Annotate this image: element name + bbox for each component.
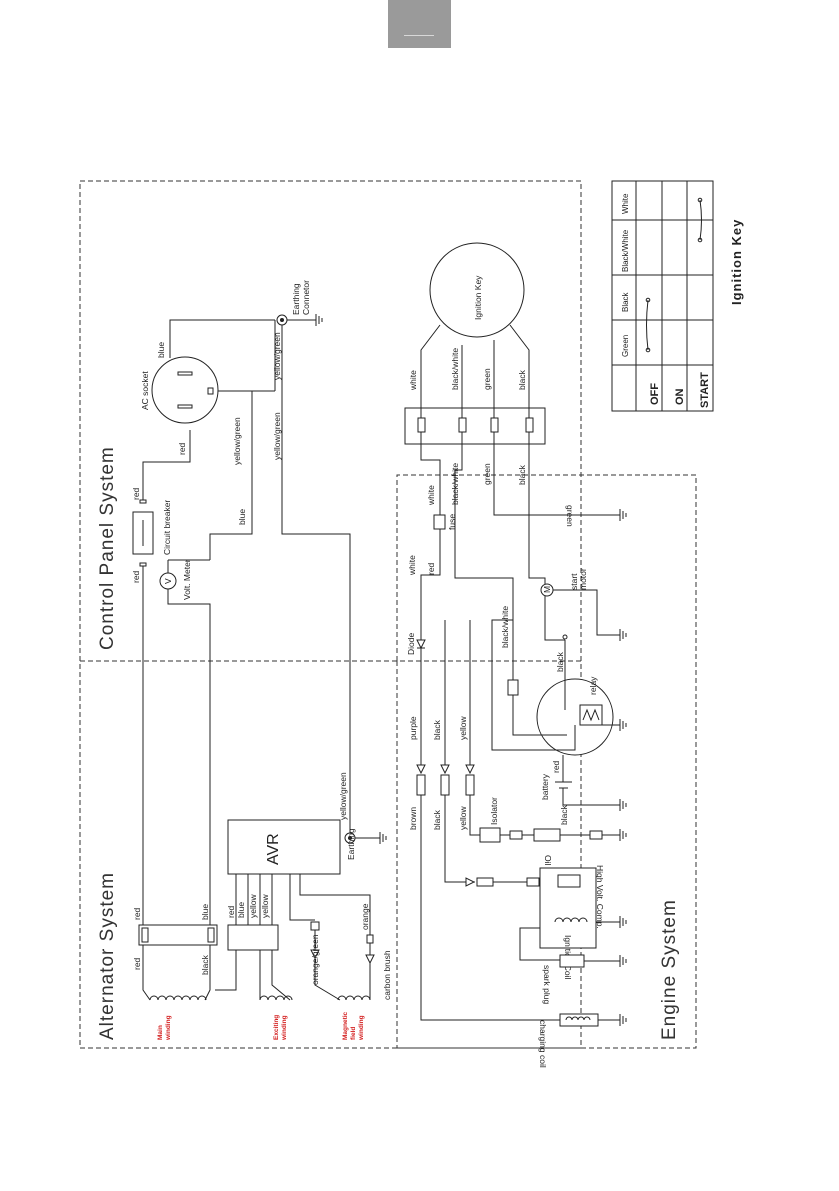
spark-plug-label: spark plug (542, 965, 552, 1004)
diode-icon (416, 639, 426, 650)
wire-label-avr-red: red (226, 905, 236, 918)
wire-label-key-black: black (517, 369, 527, 390)
oil-alert-icon (533, 828, 561, 842)
ignition-key-circle (429, 242, 525, 338)
ac-socket-icon (151, 356, 219, 424)
alternator-title: Alternator System (97, 872, 118, 1040)
key-row-off: OFF (649, 383, 661, 405)
relay-icon (536, 678, 614, 756)
start-motor-symbol: M (542, 586, 552, 593)
volt-meter-symbol: V (163, 578, 173, 584)
wire-label-battery-red: red (551, 760, 561, 773)
key-row-start: START (699, 372, 711, 408)
wire-label-yellow-5: yellow (458, 806, 468, 830)
wire-label-black-2: black (517, 464, 527, 485)
magnetic-winding-label-1: Magnetic (342, 1011, 349, 1040)
wire-label-red-cb2: red (131, 487, 141, 500)
wire-label-purple: purple (408, 716, 418, 740)
isolator-icon (479, 827, 501, 843)
wire-label-black-5: black (432, 809, 442, 830)
exciter-terminal-block (227, 924, 279, 951)
page-tab (388, 0, 451, 48)
earthing-label: Earthing (346, 828, 356, 860)
wire-label-red-3: red (426, 562, 436, 575)
main-winding-label-1: Main (157, 1025, 164, 1040)
wire-label-yg-conn2: yellow/green (272, 412, 282, 460)
key-row-on: ON (674, 388, 686, 405)
magnetic-winding-icon (337, 995, 371, 1001)
main-terminal-block (138, 924, 218, 946)
earthing-connector-label-2: Connetor (301, 280, 311, 315)
start-motor-label-1: start (569, 573, 579, 590)
carbon-brush-label: carbon brush (382, 950, 392, 1000)
fuse-label: fuse (447, 514, 457, 530)
wire-label-red-socket: red (177, 442, 187, 455)
wire-label-red-cb1: red (131, 570, 141, 583)
wire-label-green-2: green (482, 463, 492, 485)
fuse-icon (433, 514, 446, 530)
wire-label-alt-black: black (200, 954, 210, 975)
magnetic-winding-label-2: field (350, 1027, 357, 1040)
earthing-connector-label-1: Earthing (291, 283, 301, 315)
wire-label-orange-green: orange/green (310, 934, 320, 985)
engine-title: Engine System (659, 899, 680, 1040)
exciting-winding-label-2: winding (281, 1015, 288, 1041)
avr-box (227, 819, 341, 875)
wire-label-key-bw: black/white (450, 348, 460, 390)
wire-label-avr-yellow1: yellow (248, 894, 258, 918)
wire-label-brown: brown (408, 807, 418, 830)
exciting-winding-icon (259, 995, 293, 1001)
wire-label-avr-blue: blue (236, 902, 246, 918)
page-tab-line (404, 35, 434, 36)
wire-label-alt-red2: red (132, 957, 142, 970)
wire-label-key-white: white (408, 370, 418, 391)
wire-label-alt-red1: red (132, 907, 142, 920)
wire-label-battery-black: black (559, 804, 569, 825)
start-motor-label-2: motor (578, 568, 588, 590)
outer-border (79, 180, 582, 1049)
wire-label-alt-blue1: blue (200, 904, 210, 920)
ignition-key-title: Ignition Key (729, 219, 744, 305)
wire-label-white-2: white (426, 485, 436, 506)
wire-label-yg-earthing: yellow/green (338, 772, 348, 820)
wire-label-avr-yellow2: yellow (260, 894, 270, 918)
key-col-green: Green (621, 335, 630, 357)
ac-socket-label: AC socket (140, 371, 150, 410)
wire-label-relay-black: black (555, 651, 565, 672)
exciting-winding-label-1: Exciting (273, 1015, 280, 1040)
wire-label-key-green: green (482, 368, 492, 390)
control-panel-title: Control Panel System (97, 446, 118, 650)
wire-label-orange: orange (360, 903, 370, 930)
wire-label-blue-socket: blue (156, 342, 166, 358)
key-col-white: White (621, 193, 630, 214)
ignition-key-label: Ignition Key (473, 275, 483, 320)
key-col-black-white: Black/White (621, 229, 630, 272)
connector-block (404, 407, 546, 445)
spark-plug-icon (559, 954, 585, 968)
battery-label: battery (540, 773, 550, 800)
engine-system-border (396, 474, 697, 1049)
wire-label-yg-socket: yellow/green (232, 417, 242, 465)
circuit-breaker-label: Circuit breaker (162, 500, 172, 555)
volt-meter-label: Volt. Meter (182, 559, 192, 600)
charging-coil-label: charging coil (538, 1020, 548, 1068)
avr-label: AVR (265, 833, 282, 865)
hv-comp-label: High Volt. Comp. (595, 865, 605, 929)
relay-label: relay (588, 676, 598, 695)
wire-label-yg-conn1: yellow/green (272, 332, 282, 380)
isolator-label: Isolator (489, 797, 499, 825)
wire-label-green-earth: green (565, 505, 575, 527)
wire-label-black-4: black (432, 719, 442, 740)
magnetic-winding-label-3: winding (358, 1015, 365, 1041)
wire-label-blue-socket2: blue (237, 509, 247, 525)
wire-label-yellow-4: yellow (458, 716, 468, 740)
wire-label-white-3: white (407, 555, 417, 576)
wire-label-bw-3: black/white (500, 606, 510, 648)
main-winding-icon (149, 995, 207, 1001)
diode-label: Diode (406, 633, 416, 655)
key-col-black: Black (621, 291, 630, 312)
main-winding-label-2: winding (165, 1015, 172, 1041)
